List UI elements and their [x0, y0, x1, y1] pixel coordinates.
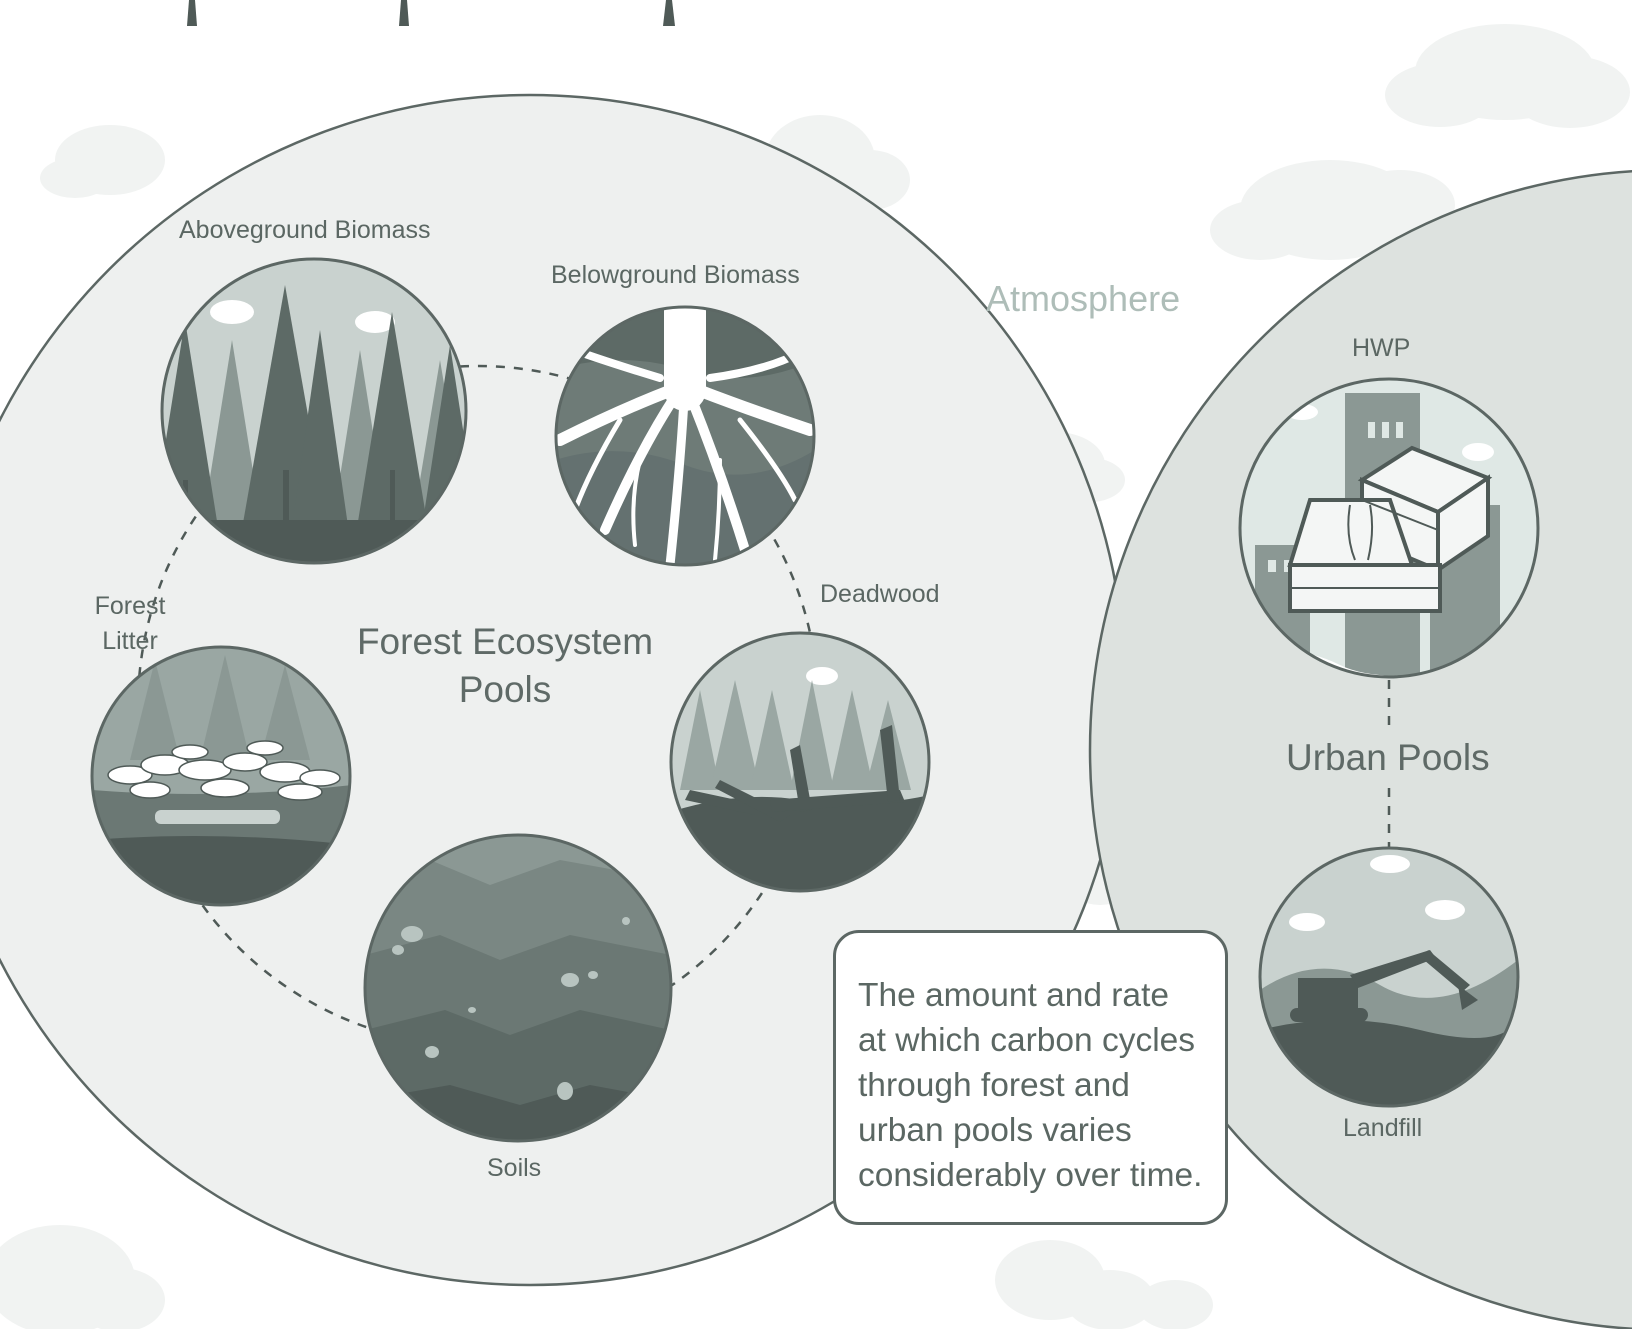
forest-ecosystem-pools-title: Forest Ecosystem Pools: [340, 618, 670, 714]
aboveground-biomass-label: Aboveground Biomass: [179, 216, 431, 244]
forest-title-line2: Pools: [458, 669, 552, 710]
forest-litter-label-line1: Forest: [94, 592, 166, 620]
atmosphere-label: Atmosphere: [986, 278, 1181, 319]
belowground-biomass-label: Belowground Biomass: [551, 261, 800, 289]
belowground-biomass-illustration: [554, 305, 816, 567]
landfill-illustration: [1258, 846, 1520, 1108]
cloud: [1385, 24, 1630, 128]
forest-title-line1: Forest Ecosystem: [356, 621, 654, 662]
cloud: [40, 125, 165, 198]
deadwood-illustration: [669, 631, 931, 893]
cloud: [995, 1240, 1213, 1329]
carbon-cycle-note: The amount and rate at which carbon cycl…: [833, 930, 1228, 1225]
aboveground-biomass-illustration: [160, 257, 468, 565]
soils-illustration: [363, 833, 673, 1143]
trunk: [187, 0, 197, 26]
trunk: [399, 0, 409, 26]
forest-litter-label: Forest Litter: [80, 589, 180, 659]
cloud: [0, 1225, 165, 1329]
soils-label: Soils: [487, 1154, 542, 1182]
urban-pools-title: Urban Pools: [1286, 737, 1490, 778]
excavator-icon: [1290, 950, 1478, 1022]
forest-litter-label-line2: Litter: [102, 627, 158, 655]
landfill-label: Landfill: [1343, 1114, 1423, 1142]
trunk: [663, 0, 675, 26]
hwp-label: HWP: [1352, 334, 1411, 362]
deadwood-label: Deadwood: [820, 580, 940, 608]
forest-litter-illustration: [90, 645, 352, 907]
top-trunks: [187, 0, 675, 26]
urban-title-backdrop: [1280, 730, 1498, 786]
